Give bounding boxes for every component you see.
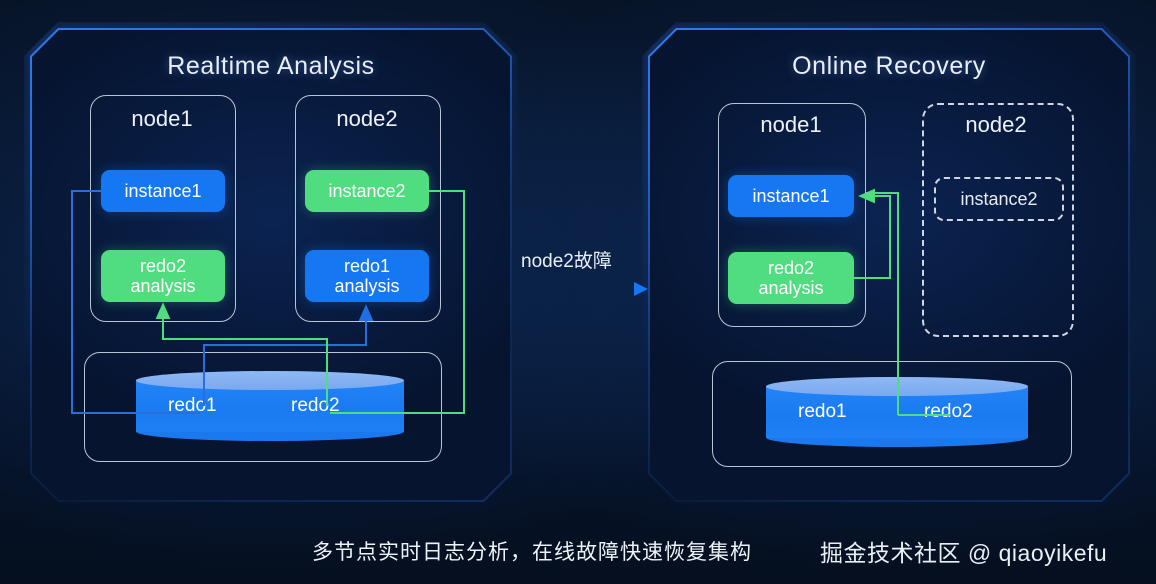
node-title-left-node1: node1 [131,106,193,131]
cylinder-label-redo2-right: redo2 [924,401,973,422]
node-title-right-node1: node1 [760,112,822,137]
storage-cylinder-right[interactable]: redo1 redo2 [766,377,1028,447]
chip-redo1-analysis-line2: analysis [334,276,400,296]
node-box-right-node2[interactable] [922,103,1074,337]
panel-online-recovery [648,28,1130,502]
chip-redo1-analysis[interactable]: redo1 analysis [305,250,429,302]
watermark: 掘金技术社区 @ qiaoyikefu [820,540,1108,566]
chip-right-redo2-analysis[interactable]: redo2 analysis [728,252,854,304]
transition-label: node2故障 [521,251,612,272]
chip-instance2-label: instance2 [328,180,406,201]
cylinder-top-right [766,377,1028,396]
node-title-right-node2: node2 [965,112,1027,137]
chip-instance1[interactable]: instance1 [101,170,225,212]
chip-instance2[interactable]: instance2 [305,170,429,212]
chip-right-instance2-label: instance2 [960,188,1038,209]
node-title-left-node2: node2 [336,106,398,131]
cylinder-label-redo1-left: redo1 [168,395,217,416]
cylinder-label-redo1-right: redo1 [798,401,847,422]
chip-right-instance2[interactable]: instance2 [934,177,1064,221]
chip-right-redo2-analysis-line2: analysis [758,278,824,298]
chip-instance1-label: instance1 [124,180,202,201]
chip-right-instance1-label: instance1 [752,185,830,206]
chip-redo1-analysis-line1: redo1 [343,255,391,276]
chip-right-redo2-analysis-line1: redo2 [767,257,815,278]
diagram-caption: 多节点实时日志分析，在线故障快速恢复集构 [312,541,752,564]
chip-redo2-analysis-line2: analysis [130,276,196,296]
panel-title-realtime-analysis: Realtime Analysis [167,52,375,80]
chip-redo2-analysis-line1: redo2 [139,255,187,276]
chip-redo2-analysis[interactable]: redo2 analysis [101,250,225,302]
storage-cylinder-left[interactable]: redo1 redo2 [136,371,404,441]
chip-right-instance1[interactable]: instance1 [728,175,854,217]
transition-arrow [514,282,648,296]
cylinder-label-redo2-left: redo2 [291,395,340,416]
cylinder-top-left [136,371,404,390]
panel-title-online-recovery: Online Recovery [792,52,986,80]
